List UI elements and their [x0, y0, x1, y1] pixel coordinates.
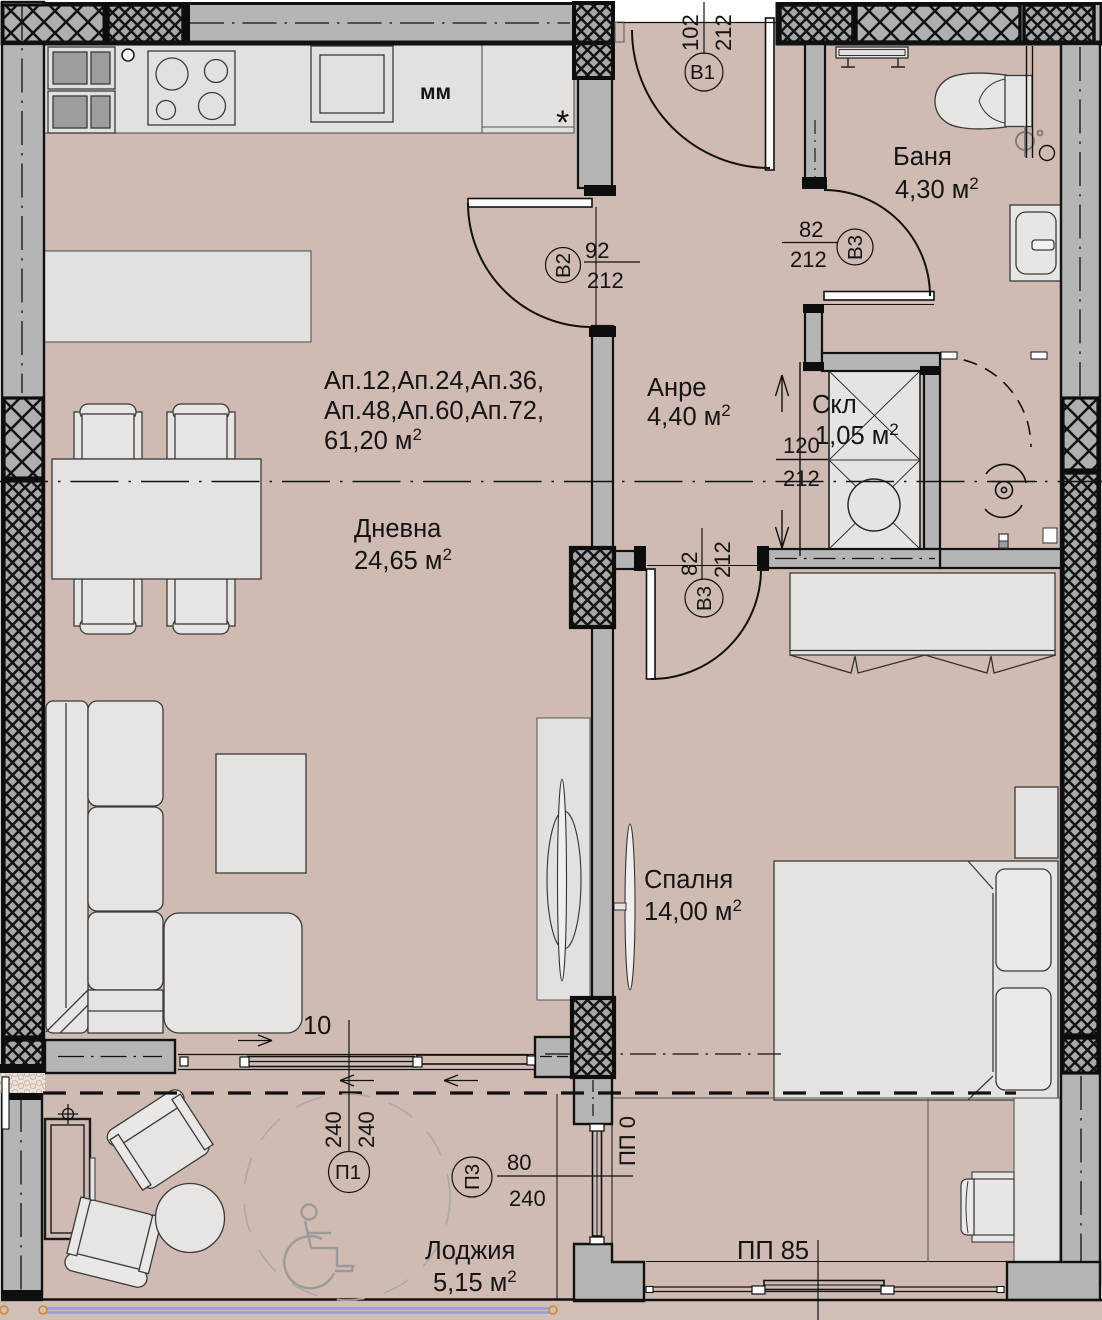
svg-text:4,40 м2: 4,40 м2: [647, 401, 731, 431]
svg-text:212: 212: [710, 541, 735, 578]
svg-text:П3: П3: [461, 1164, 484, 1190]
svg-text:1,05 м2: 1,05 м2: [815, 420, 899, 450]
svg-text:Лоджия: Лоджия: [425, 1237, 515, 1265]
svg-text:B2: B2: [552, 253, 575, 278]
svg-text:240: 240: [354, 1111, 379, 1148]
svg-text:240: 240: [509, 1186, 546, 1211]
svg-text:10: 10: [303, 1012, 331, 1040]
svg-text:B1: B1: [690, 61, 715, 84]
svg-text:102: 102: [678, 14, 703, 51]
svg-text:4,30 м2: 4,30 м2: [895, 174, 979, 204]
svg-text:24,65 м2: 24,65 м2: [354, 545, 452, 575]
svg-text:мм: мм: [420, 81, 451, 104]
svg-text:212: 212: [587, 268, 624, 293]
svg-text:B3: B3: [844, 235, 867, 260]
svg-text:Ап.12,Ап.24,Ап.36,: Ап.12,Ап.24,Ап.36,: [324, 367, 544, 395]
svg-text:Дневна: Дневна: [354, 515, 442, 543]
svg-text:ПП 0: ПП 0: [615, 1116, 640, 1166]
svg-text:Спалня: Спалня: [644, 866, 733, 894]
svg-text:Ап.48,Ап.60,Ап.72,: Ап.48,Ап.60,Ап.72,: [324, 397, 544, 425]
svg-text:120: 120: [783, 433, 820, 458]
svg-text:Анре: Анре: [647, 374, 706, 402]
svg-text:212: 212: [790, 247, 827, 272]
svg-text:80: 80: [507, 1150, 531, 1175]
svg-text:П1: П1: [335, 1161, 361, 1184]
svg-text:82: 82: [677, 552, 702, 576]
svg-text:Скл: Скл: [812, 391, 857, 419]
svg-text:14,00 м2: 14,00 м2: [644, 896, 742, 926]
svg-text:92: 92: [585, 238, 609, 263]
svg-text:5,15 м2: 5,15 м2: [433, 1267, 517, 1297]
svg-text:*: *: [556, 104, 569, 142]
svg-text:212: 212: [711, 14, 736, 51]
svg-text:240: 240: [321, 1111, 346, 1148]
svg-text:82: 82: [799, 217, 823, 242]
svg-text:212: 212: [783, 466, 820, 491]
svg-text:61,20 м2: 61,20 м2: [324, 425, 422, 455]
svg-text:B3: B3: [693, 586, 716, 611]
svg-text:Баня: Баня: [893, 143, 952, 171]
svg-text:ПП 85: ПП 85: [737, 1237, 809, 1265]
